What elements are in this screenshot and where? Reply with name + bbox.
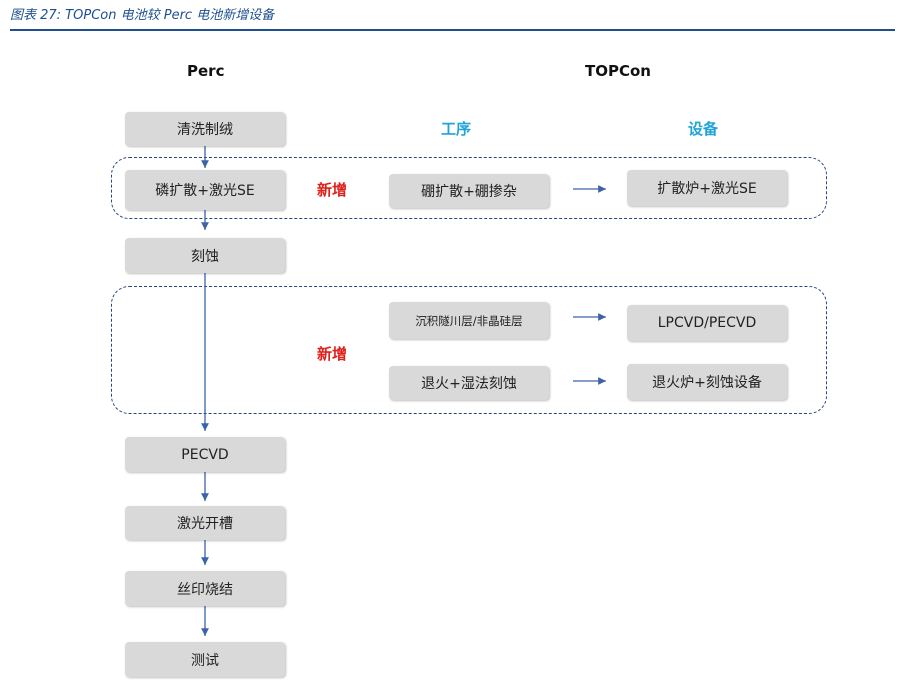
equipment-header: 设备 [688,120,719,138]
perc-step-pecvd: PECVD [125,437,285,472]
topcon-equipment-annealing-furnace: 退火炉+刻蚀设备 [627,364,787,400]
topcon-equipment-lpcvd: LPCVD/PECVD [627,305,787,341]
perc-step-laser-grooving: 激光开槽 [125,506,285,540]
topcon-process-tunnel-layer: 沉积隧川层/非晶硅层 [389,302,549,339]
process-header: 工序 [441,120,472,138]
new-group-2 [111,286,827,414]
perc-step-etching: 刻蚀 [125,238,285,273]
new-label-1: 新增 [317,181,348,199]
topcon-header: TOPCon [585,62,651,80]
perc-step-printing-sintering: 丝印烧结 [125,571,285,606]
topcon-process-boron-diffusion: 硼扩散+硼掺杂 [389,174,549,208]
new-label-2: 新增 [317,345,348,363]
perc-step-texturing: 清洗制绒 [125,112,285,146]
caption-rule [10,29,895,31]
perc-step-phosphorus-diffusion: 磷扩散+激光SE [125,170,285,210]
figure-caption: 图表 27: TOPCon 电池较 Perc 电池新增设备 [10,8,275,23]
topcon-equipment-diffusion-furnace: 扩散炉+激光SE [627,170,787,206]
new-group-1 [111,157,827,219]
perc-step-testing: 测试 [125,642,285,677]
topcon-process-annealing: 退火+湿法刻蚀 [389,366,549,400]
perc-header: Perc [187,62,225,80]
